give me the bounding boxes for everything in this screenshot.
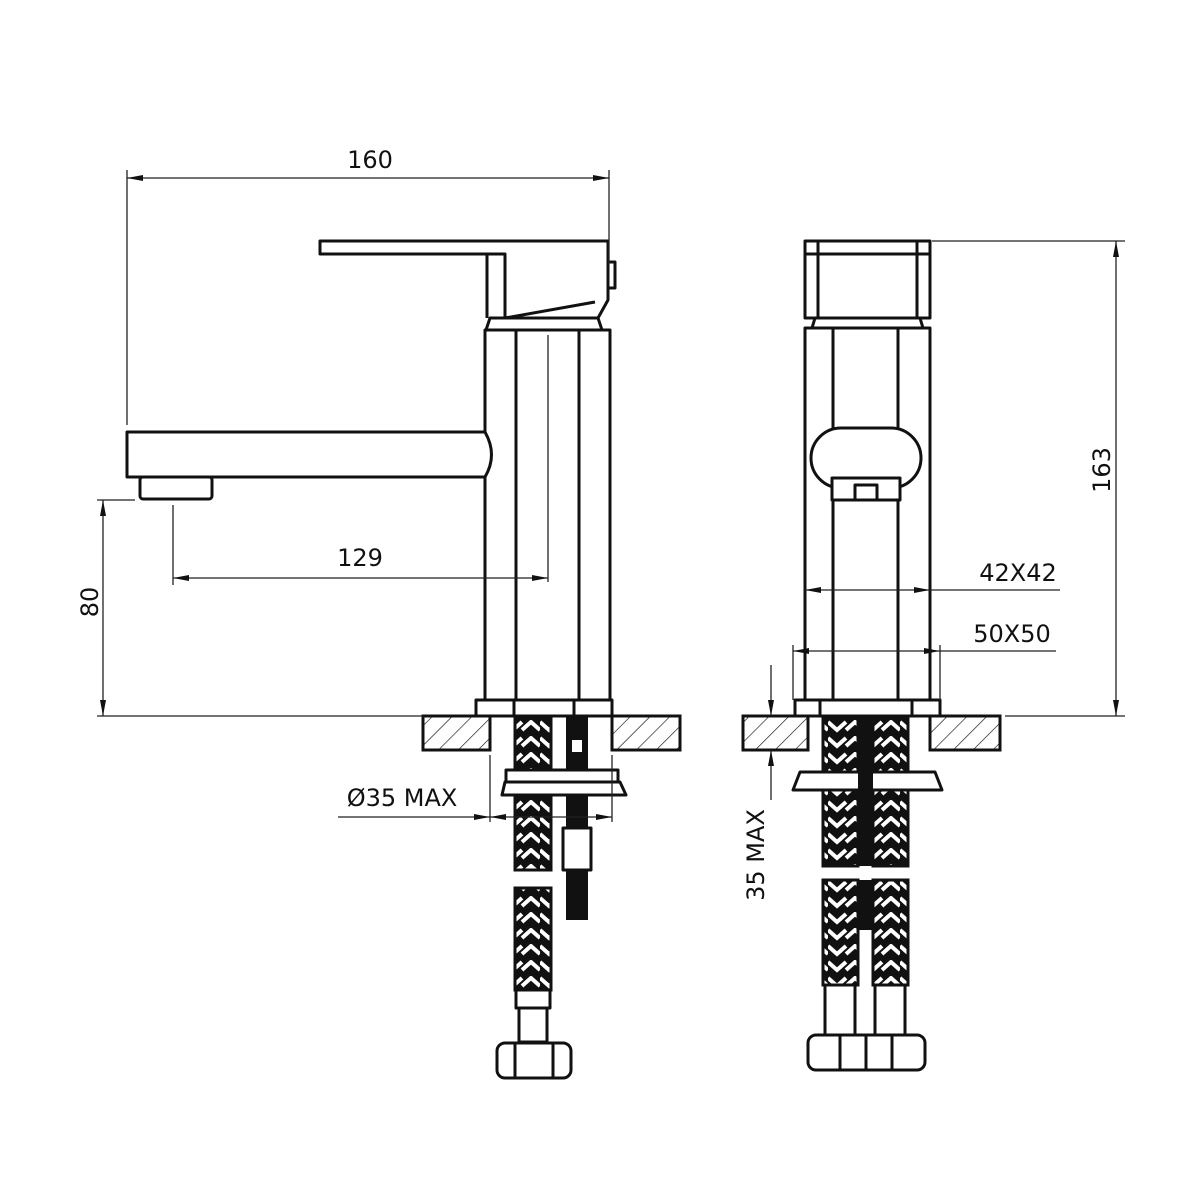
braided-hose (513, 886, 553, 992)
dim-overall-height: 163 (1088, 447, 1116, 493)
side-view: 160 129 80 Ø35 MAX (76, 146, 682, 1080)
countertop-section (421, 714, 492, 752)
dim-hole-diameter: Ø35 MAX (347, 784, 458, 812)
dim-base-size: 50X50 (973, 620, 1051, 648)
hose-nut (495, 1041, 573, 1080)
countertop-section (928, 714, 1002, 752)
dim-overall-length: 160 (347, 146, 393, 174)
front-view: 163 42X42 50X50 35 MAX (741, 239, 1125, 1072)
faucet-body-front (803, 326, 932, 702)
dim-body-size: 42X42 (979, 559, 1057, 587)
aerator (138, 475, 214, 501)
braided-hose (821, 878, 860, 987)
countertop-section (610, 714, 682, 752)
dim-counter-thickness: 35 MAX (742, 809, 770, 901)
braided-hose (871, 878, 910, 987)
countertop-section (741, 714, 810, 752)
mounting-nut (561, 826, 593, 872)
spout (125, 430, 493, 479)
dim-spout-reach: 129 (337, 544, 383, 572)
handle-button (606, 260, 617, 290)
dim-spout-height: 80 (76, 587, 104, 618)
mounting-washer (500, 780, 628, 797)
